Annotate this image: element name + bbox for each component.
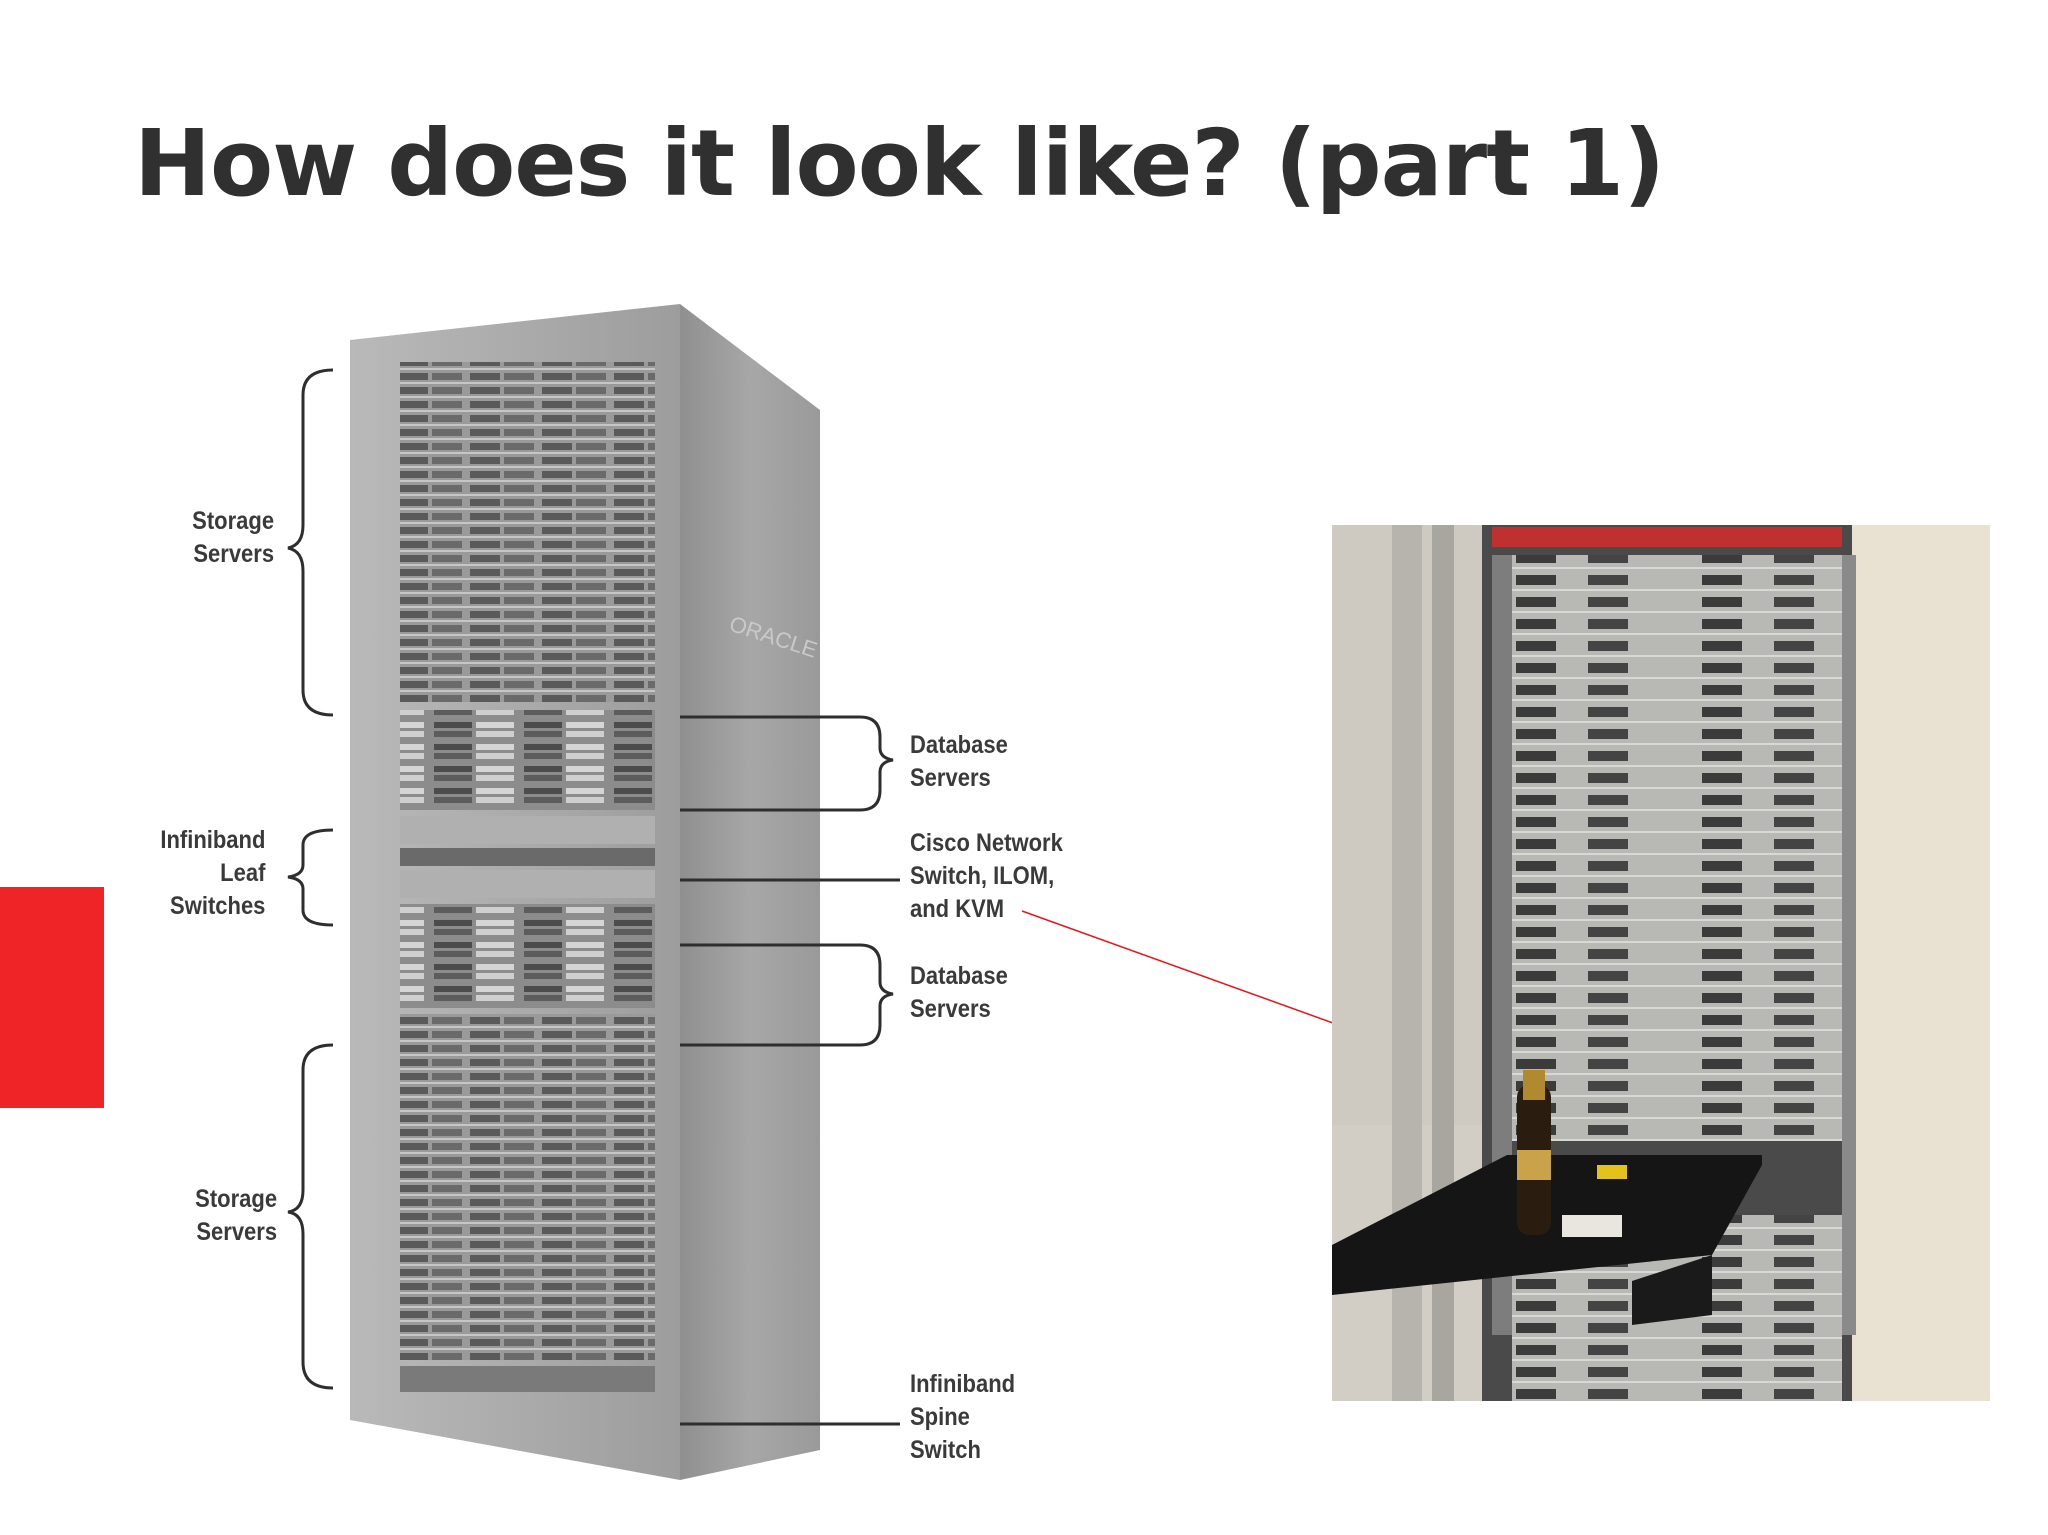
callout-storage-bottom: Storage Servers: [195, 1185, 277, 1246]
callout-storage-top: Storage Servers: [192, 507, 274, 568]
red-accent-bar: [0, 887, 104, 1108]
callout-cisco-switch: Cisco Network Switch, ILOM, and KVM: [910, 829, 1063, 923]
exadata-rack-illustration: ORACLE: [350, 304, 820, 1480]
callout-database-bottom: Database Servers: [910, 962, 1008, 1023]
slide-title: How does it look like? (part 1): [134, 110, 1665, 217]
callout-infiniband-leaf: Infiniband Leaf Switches: [159, 826, 265, 920]
rack-photo: [1332, 525, 1990, 1401]
callout-database-top: Database Servers: [910, 731, 1008, 792]
callout-infiniband-spine: Infiniband Spine Switch: [910, 1370, 1016, 1464]
